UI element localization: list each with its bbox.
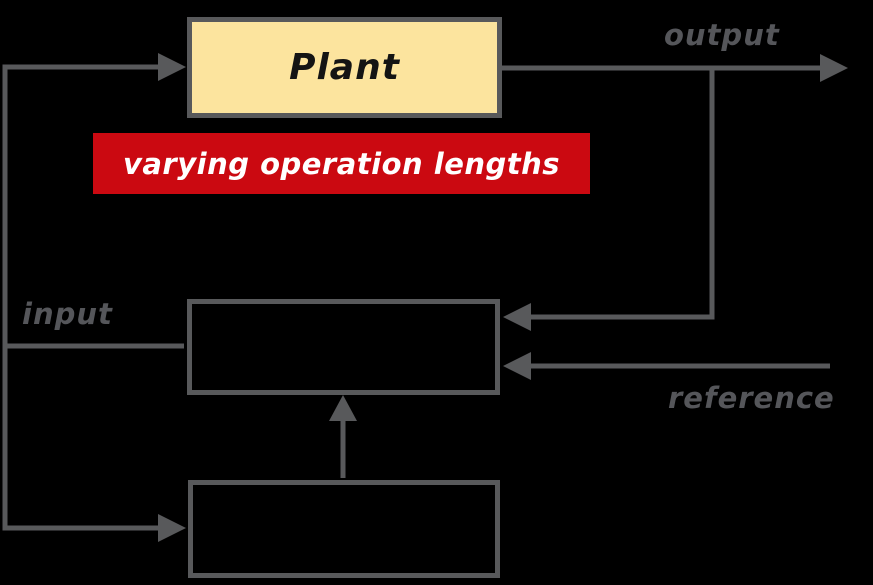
plant-box: Plant bbox=[187, 17, 502, 118]
input-label: input bbox=[22, 297, 113, 331]
output-arrowhead bbox=[820, 54, 848, 82]
middle-box bbox=[187, 299, 500, 395]
annotation-banner: varying operation lengths bbox=[93, 133, 590, 194]
feedback-line bbox=[531, 70, 715, 320]
output-label: output bbox=[664, 18, 780, 52]
up-arrowhead bbox=[329, 395, 357, 421]
bottom-box-input-arrowhead bbox=[158, 514, 186, 542]
reference-label: reference bbox=[668, 381, 835, 415]
feedback-arrowhead bbox=[503, 303, 531, 331]
plant-label: Plant bbox=[289, 47, 400, 88]
reference-arrowhead bbox=[503, 352, 531, 380]
plant-input-arrowhead bbox=[158, 53, 186, 81]
left-rail-line bbox=[2, 64, 160, 531]
bottom-box bbox=[188, 480, 500, 578]
